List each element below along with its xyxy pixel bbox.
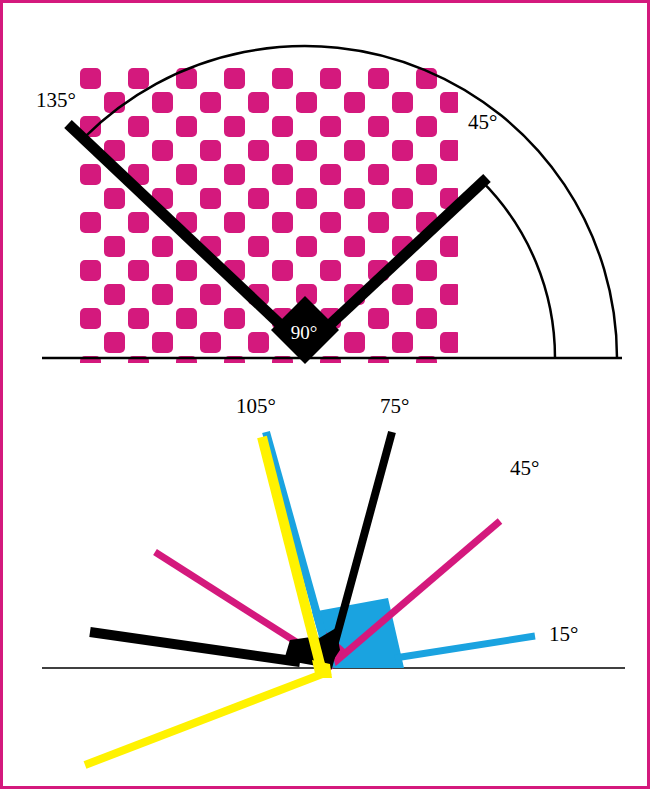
angle-arm (68, 124, 305, 348)
angle-arm (262, 437, 322, 672)
angle-arm (85, 671, 330, 765)
angle-arm (305, 178, 487, 348)
angle-label: 105° (236, 396, 276, 417)
inner-arc (482, 181, 555, 358)
angle-label: 75° (380, 396, 409, 417)
angle-arm (155, 552, 312, 652)
angle-arm (90, 632, 300, 662)
angle-label: 15° (549, 624, 578, 645)
angle-label: 45° (468, 112, 497, 133)
outer-arc (84, 46, 617, 358)
baseline (42, 357, 622, 360)
angle-label: 45° (510, 458, 539, 479)
angle-arm (395, 636, 535, 658)
angle-arm (328, 432, 392, 668)
angle-label: 135° (36, 90, 76, 111)
angle-wedge (312, 660, 332, 678)
right-angle-diamond (271, 296, 339, 364)
angle-arm (328, 521, 500, 668)
angle-label: 90° (291, 323, 318, 342)
angle-arm (266, 432, 332, 668)
